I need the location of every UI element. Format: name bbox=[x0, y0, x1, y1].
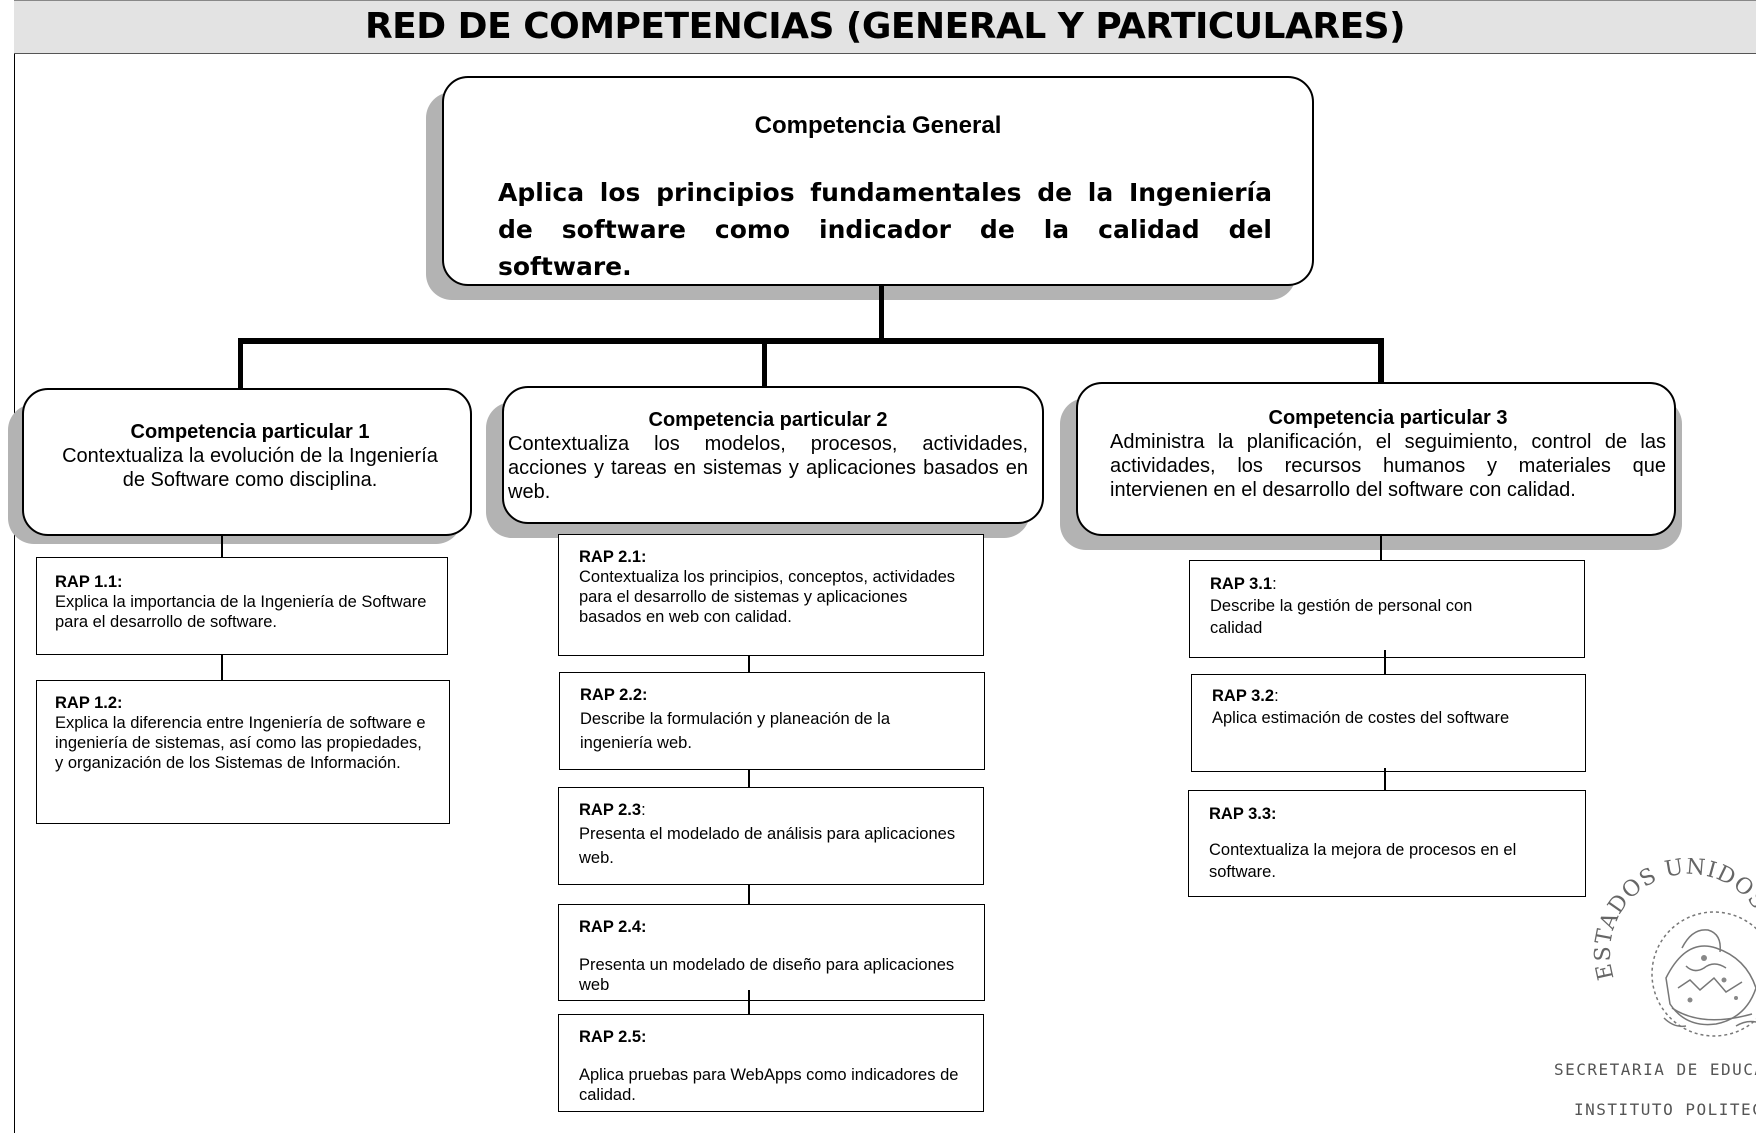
connector-general-down bbox=[879, 286, 884, 340]
rap-2-2-title: RAP 2.2: bbox=[580, 686, 648, 704]
particular-competence-3: Competencia particular 3 Administra la p… bbox=[1076, 382, 1676, 536]
particular-competence-1: Competencia particular 1 Contextualiza l… bbox=[22, 388, 472, 536]
seal-line-1: SECRETARIA DE EDUCAC bbox=[1554, 1060, 1756, 1079]
rap-3-2-colon: : bbox=[1274, 687, 1279, 705]
rap-3-3: RAP 3.3: Contextualiza la mejora de proc… bbox=[1188, 790, 1586, 897]
rap-3-2-text: Aplica estimación de costes del software bbox=[1212, 709, 1510, 727]
cp3-heading: Competencia particular 3 bbox=[1268, 407, 1508, 429]
general-competence-box: Competencia General Aplica los principio… bbox=[442, 76, 1314, 286]
connector-cp1-rap11 bbox=[221, 536, 223, 558]
rap-1-2-title: RAP 1.2: bbox=[55, 694, 123, 712]
rap-2-3: RAP 2.3: Presenta el modelado de análisi… bbox=[558, 787, 984, 885]
rap-1-1: RAP 1.1: Explica la importancia de la In… bbox=[36, 557, 448, 655]
connector-rap31-rap32 bbox=[1384, 650, 1386, 676]
rap-2-4: RAP 2.4: Presenta un modelado de diseño … bbox=[558, 904, 985, 1001]
page-title: RED DE COMPETENCIAS (GENERAL Y PARTICULA… bbox=[364, 6, 1406, 47]
rap-2-2: RAP 2.2: Describe la formulación y plane… bbox=[559, 672, 985, 770]
rap-3-2-title: RAP 3.2 bbox=[1212, 687, 1275, 705]
connector-to-cp2 bbox=[762, 338, 767, 386]
title-bar: RED DE COMPETENCIAS (GENERAL Y PARTICULA… bbox=[14, 0, 1756, 54]
connector-to-cp3 bbox=[1378, 338, 1384, 388]
rap-2-1-title: RAP 2.1: bbox=[579, 548, 647, 566]
connector-rap24-rap25 bbox=[748, 990, 750, 1016]
connector-rap11-rap12 bbox=[221, 655, 223, 681]
rap-2-5-title: RAP 2.5: bbox=[579, 1028, 647, 1046]
rap-1-2: RAP 1.2: Explica la diferencia entre Ing… bbox=[36, 680, 450, 824]
connector-rap21-rap22 bbox=[748, 656, 750, 674]
connector-to-cp1 bbox=[238, 338, 243, 388]
general-heading: Competencia General bbox=[754, 112, 1002, 139]
rap-2-2-text: Describe la formulación y planeación de … bbox=[580, 710, 891, 752]
connector-rap32-rap33 bbox=[1384, 768, 1386, 792]
rap-2-3-colon: : bbox=[641, 801, 646, 819]
cp3-text: Administra la planificación, el seguimie… bbox=[1110, 431, 1666, 501]
rap-1-1-title: RAP 1.1: bbox=[55, 573, 123, 591]
rap-2-3-text: Presenta el modelado de análisis para ap… bbox=[579, 825, 956, 867]
particular-competence-2: Competencia particular 2 Contextualiza l… bbox=[502, 386, 1044, 524]
connector-rap22-rap23 bbox=[748, 770, 750, 788]
rap-3-1-title: RAP 3.1 bbox=[1210, 575, 1273, 593]
connector-horizontal bbox=[238, 338, 1384, 344]
rap-2-3-title: RAP 2.3 bbox=[579, 801, 642, 819]
rap-3-1-colon: : bbox=[1272, 575, 1277, 593]
rap-3-3-text: Contextualiza la mejora de procesos en e… bbox=[1209, 841, 1517, 881]
rap-2-4-text: Presenta un modelado de diseño para apli… bbox=[579, 956, 955, 994]
connector-cp3-rap31 bbox=[1380, 536, 1382, 560]
cp1-text: Contextualiza la evolución de la Ingenie… bbox=[62, 445, 438, 491]
rap-3-3-title: RAP 3.3: bbox=[1209, 805, 1277, 823]
rap-2-5: RAP 2.5: Aplica pruebas para WebApps com… bbox=[558, 1014, 984, 1112]
connector-rap23-rap24 bbox=[748, 885, 750, 905]
rap-2-1: RAP 2.1: Contextualiza los principios, c… bbox=[558, 534, 984, 656]
cp2-heading: Competencia particular 2 bbox=[648, 409, 888, 431]
rap-2-5-text: Aplica pruebas para WebApps como indicad… bbox=[579, 1066, 959, 1104]
rap-3-2: RAP 3.2: Aplica estimación de costes del… bbox=[1191, 674, 1586, 772]
left-border bbox=[14, 0, 15, 1133]
rap-2-1-text: Contextualiza los principios, conceptos,… bbox=[579, 568, 956, 626]
rap-3-1: RAP 3.1: Describe la gestión de personal… bbox=[1189, 560, 1585, 658]
rap-1-1-text: Explica la importancia de la Ingeniería … bbox=[55, 593, 427, 631]
cp1-heading: Competencia particular 1 bbox=[130, 421, 370, 443]
cp2-text: Contextualiza los modelos, procesos, act… bbox=[508, 433, 1028, 503]
rap-3-1-text: Describe la gestión de personal con cali… bbox=[1210, 597, 1473, 637]
rap-2-4-title: RAP 2.4: bbox=[579, 918, 647, 936]
seal-line-2: INSTITUTO POLITECNIC bbox=[1574, 1100, 1756, 1119]
rap-1-2-text: Explica la diferencia entre Ingeniería d… bbox=[55, 714, 426, 772]
general-text: Aplica los principios fundamentales de l… bbox=[498, 178, 1272, 281]
